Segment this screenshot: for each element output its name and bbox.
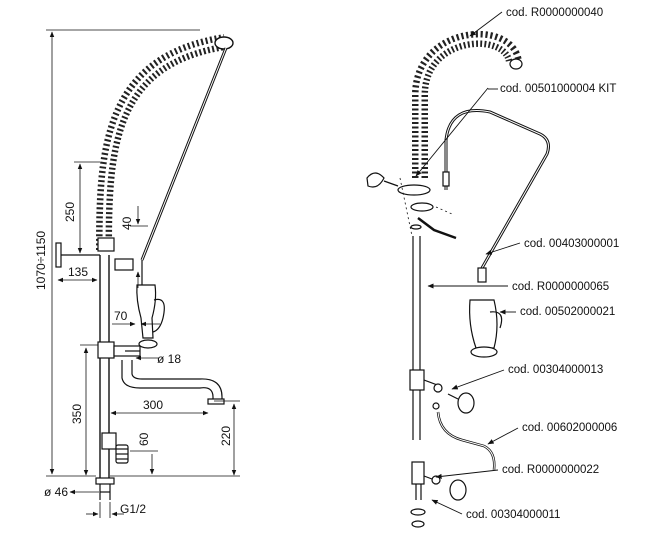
part-code-column: cod. R0000000065	[512, 281, 609, 293]
dim-spring-height: 250	[63, 202, 77, 222]
dim-wall-offset: 135	[68, 265, 88, 279]
dim-thread: G1/2	[120, 502, 146, 516]
dim-handle-offset: 70	[114, 309, 128, 323]
dimension-lines	[46, 29, 240, 518]
dim-pipe-diameter: ø 18	[157, 352, 181, 366]
dim-arm-height: 40	[120, 216, 134, 230]
dimensioned-assembly	[55, 34, 234, 500]
dim-base-offset: 60	[137, 432, 151, 446]
spring-coil	[96, 34, 227, 251]
part-code-hose: cod. 00403000001	[524, 238, 619, 250]
dim-total-height: 1070÷1150	[34, 231, 48, 290]
part-code-spout: cod. 00602000006	[522, 422, 617, 434]
part-code-bracket-kit: cod. 00501000004 KIT	[500, 83, 616, 95]
part-code-upper-valve: cod. 00304000013	[508, 364, 603, 376]
part-code-spray-gun: cod. 00502000021	[520, 306, 615, 318]
spring-coil-exploded	[412, 30, 522, 178]
part-code-spring: cod. R0000000040	[506, 7, 603, 19]
exploded-view	[366, 30, 550, 528]
leader-lines	[415, 11, 521, 515]
dim-spout-reach: 300	[143, 398, 163, 412]
dim-base-diameter: ø 46	[44, 485, 68, 499]
part-code-lower-valve: cod. 00304000011	[466, 509, 560, 521]
part-code-lower-tee: cod. R0000000022	[502, 464, 599, 476]
dim-mixer-height: 350	[70, 404, 84, 424]
dim-spout-height: 220	[219, 426, 233, 446]
